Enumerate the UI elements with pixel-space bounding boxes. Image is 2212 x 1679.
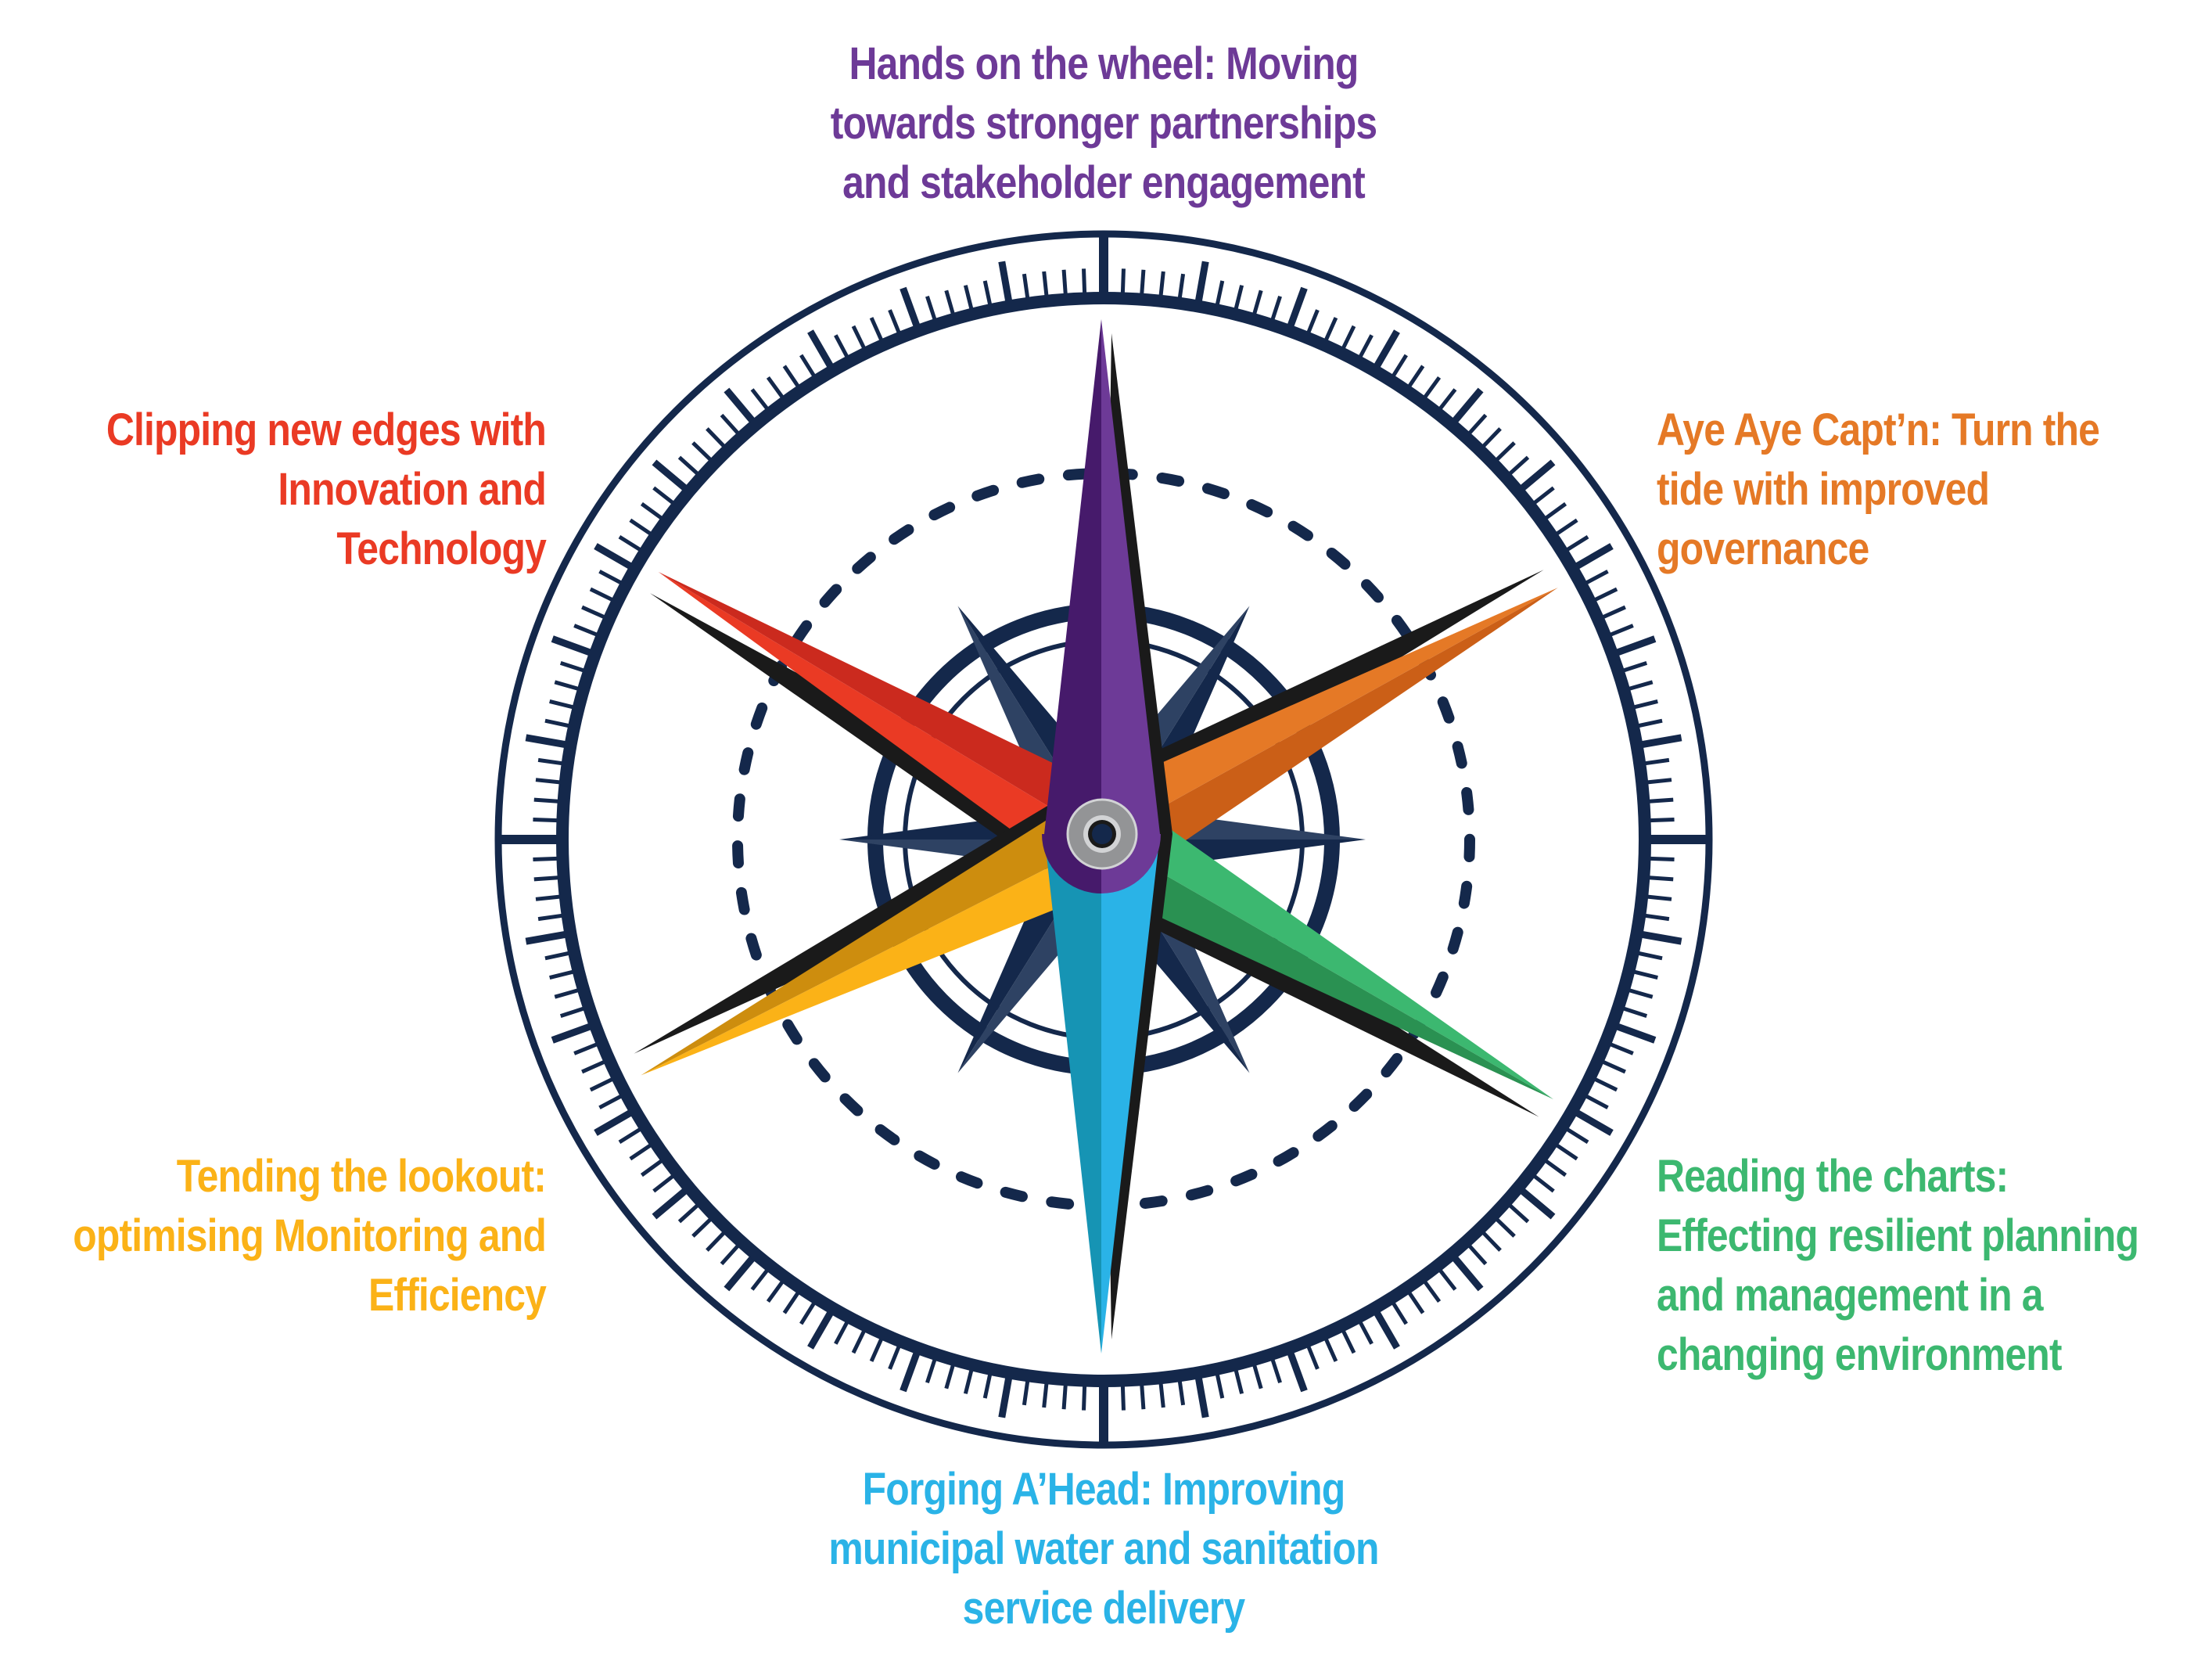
needle-face-light <box>1101 319 1160 834</box>
purple-needle <box>1044 319 1172 834</box>
outer-ring <box>494 230 1713 1449</box>
theme-label-lower-left: Tending the lookout: optimising Monitori… <box>0 1147 547 1325</box>
theme-label-top: Hands on the wheel: Moving towards stron… <box>713 34 1495 213</box>
major-tick <box>1194 1372 1209 1418</box>
major-tick <box>724 387 759 427</box>
theme-label-line: tide with improved <box>1657 464 1990 515</box>
inner-ticked-ring <box>556 292 1651 1387</box>
major-tick <box>1636 734 1682 750</box>
needle-face-dark <box>1044 319 1101 834</box>
hub-center-dot <box>1092 824 1112 844</box>
major-tick <box>652 1185 691 1220</box>
major-tick <box>807 1307 836 1350</box>
theme-label-bottom: Forging A’Head: Improving municipal wate… <box>713 1460 1495 1638</box>
yellow-needle <box>634 788 1126 1076</box>
needle-face-light <box>1104 799 1553 1099</box>
major-tick <box>551 1021 597 1044</box>
theme-label-upper-right: Aye Aye Capt’n: Turn the tide with impro… <box>1657 401 2212 579</box>
major-tick <box>1571 543 1614 572</box>
major-tick <box>900 286 922 333</box>
major-tick <box>807 329 836 372</box>
needle-face-dark <box>641 797 1104 1076</box>
theme-label-line: governance <box>1657 523 1869 574</box>
blue-needle <box>1044 834 1172 1354</box>
major-tick <box>1449 1252 1484 1292</box>
theme-label-line: municipal water and sanitation <box>828 1523 1379 1574</box>
theme-label-upper-left: Clipping new edges with Innovation and T… <box>0 401 547 579</box>
theme-label-line: and management in a <box>1657 1270 2044 1321</box>
compass-needles <box>634 319 1558 1354</box>
major-tick <box>1285 286 1308 333</box>
major-tick <box>525 929 572 945</box>
major-tick <box>724 1252 759 1292</box>
major-tick <box>551 635 597 658</box>
theme-label-line: Hands on the wheel: Moving <box>849 38 1359 89</box>
major-tick <box>998 261 1014 307</box>
theme-label-line: changing environment <box>1657 1329 2063 1380</box>
major-tick <box>998 1372 1014 1418</box>
needle-face-dark <box>658 572 1128 840</box>
needle-face-light <box>1101 834 1160 1354</box>
theme-label-line: Clipping new edges with <box>106 404 547 455</box>
theme-label-line: Effecting resilient planning <box>1657 1210 2139 1261</box>
orange-needle <box>1075 570 1558 881</box>
major-tick <box>652 459 691 494</box>
needle-face-dark <box>1080 840 1553 1099</box>
major-tick <box>900 1346 922 1393</box>
theme-label-line: Reading the charts: <box>1657 1151 2009 1202</box>
theme-label-line: Efficiency <box>368 1270 547 1321</box>
major-tick <box>1285 1346 1308 1393</box>
needle-face-dark <box>1044 834 1101 1354</box>
theme-label-line: and stakeholder engagement <box>842 157 1366 208</box>
green-needle <box>1075 799 1553 1117</box>
theme-label-line: optimising Monitoring and <box>73 1210 547 1261</box>
theme-label-line: service delivery <box>962 1583 1245 1634</box>
major-tick <box>1449 387 1484 427</box>
major-tick <box>1371 329 1400 372</box>
major-tick <box>1194 261 1209 307</box>
major-tick <box>525 734 572 750</box>
red-needle <box>650 572 1128 890</box>
major-tick <box>1611 635 1657 658</box>
major-tick <box>1611 1021 1657 1044</box>
needle-face-light <box>658 572 1104 880</box>
major-tick <box>1571 1107 1614 1136</box>
needle-face-dark <box>1104 588 1558 881</box>
theme-label-lower-right: Reading the charts: Effecting resilient … <box>1657 1147 2212 1385</box>
needle-shadow <box>634 788 1104 1054</box>
needle-face-light <box>1080 588 1558 840</box>
major-tick <box>594 543 637 572</box>
theme-label-line: Technology <box>336 523 546 574</box>
needle-face-light <box>641 840 1126 1076</box>
theme-label-line: Aye Aye Capt’n: Turn the <box>1657 404 2100 455</box>
theme-label-line: towards stronger partnerships <box>830 98 1377 149</box>
theme-label-line: Forging A’Head: Improving <box>862 1464 1346 1515</box>
major-tick <box>594 1107 637 1136</box>
major-tick <box>1516 459 1556 494</box>
center-hub <box>1066 798 1138 870</box>
major-tick <box>1516 1185 1556 1220</box>
needle-shadow <box>650 593 1104 890</box>
major-tick <box>1371 1307 1400 1350</box>
theme-label-line: Tending the lookout: <box>176 1151 547 1202</box>
major-tick <box>1636 929 1682 945</box>
theme-label-line: Innovation and <box>278 464 547 515</box>
